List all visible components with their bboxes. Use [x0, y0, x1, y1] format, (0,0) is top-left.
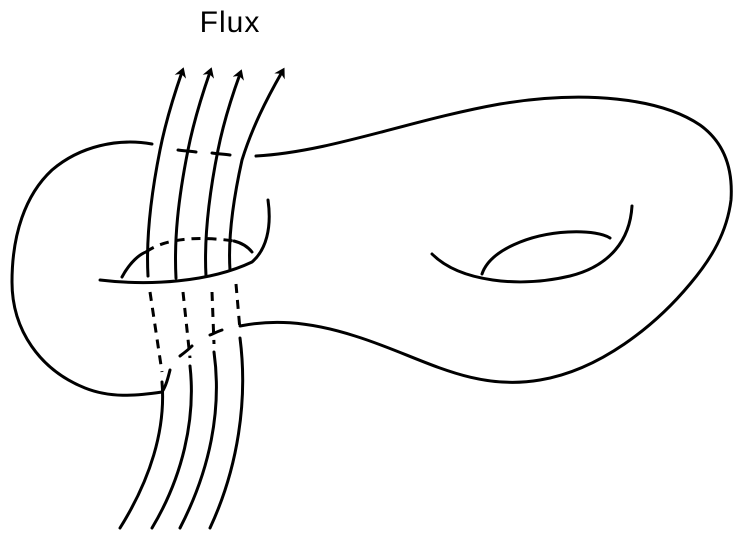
flux-label: Flux — [200, 6, 261, 39]
left-hole-back-rim-right — [234, 241, 252, 252]
torus-outline-left — [12, 142, 162, 395]
flux-line-2-lower — [152, 366, 191, 528]
flux-line-3-hidden — [212, 292, 214, 344]
flux-line-4-hidden — [236, 284, 240, 330]
left-hole-hidden-rim — [146, 239, 234, 252]
flux-line-1-lower — [120, 382, 163, 528]
flux-line-4-upper — [230, 72, 283, 270]
flux-line-3-upper — [206, 74, 241, 276]
torus-bottom-edge-segment-1 — [210, 330, 222, 335]
torus-top-edge-segment-2 — [212, 153, 230, 155]
flux-line-2-hidden — [183, 292, 190, 358]
right-hole-outer-curve — [432, 206, 632, 282]
flux-line-1-hidden — [150, 292, 162, 372]
torus-outline-right — [240, 97, 731, 382]
left-hole-back-rim — [122, 252, 146, 277]
